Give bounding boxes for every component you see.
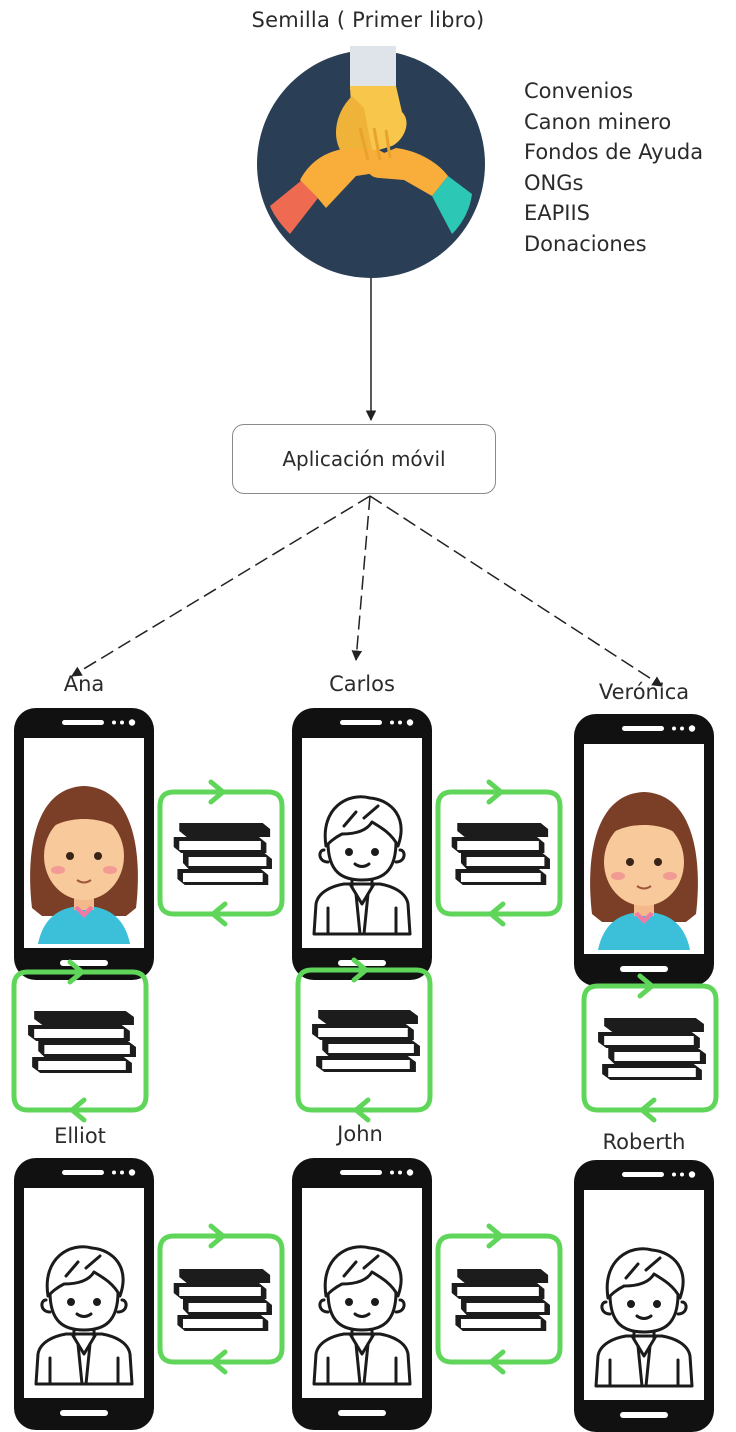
phone-elliot xyxy=(14,1158,154,1430)
books-icon xyxy=(173,1269,272,1331)
source-item: ONGs xyxy=(524,170,584,195)
source-item: Canon minero xyxy=(524,109,672,134)
seed-hands-illustration xyxy=(257,46,485,278)
seed-title: Semilla ( Primer libro) xyxy=(251,8,485,32)
app-distribution-arrows xyxy=(71,495,663,687)
source-item: EAPIIS xyxy=(524,201,591,225)
books-icon xyxy=(451,1269,550,1331)
exchange-ana-elliot xyxy=(11,959,149,1123)
exchange-carlos-veronica xyxy=(435,779,563,927)
source-item: Fondos de Ayuda xyxy=(524,140,704,164)
source-item: Donaciones xyxy=(524,231,647,256)
phone-carlos xyxy=(292,708,432,980)
exchange-ana-carlos xyxy=(157,779,285,927)
exchange-john-roberth xyxy=(435,1223,563,1375)
exchange-carlos-john xyxy=(295,957,433,1123)
funding-sources-list: Convenios Canon minero Fondos de Ayuda O… xyxy=(524,76,703,259)
phone-roberth xyxy=(574,1160,714,1432)
user-name-carlos: Carlos xyxy=(329,672,395,696)
phone-john xyxy=(292,1158,432,1430)
books-icon xyxy=(312,1010,420,1072)
exchange-veronica-roberth xyxy=(581,973,719,1123)
user-name-john: John xyxy=(337,1122,383,1146)
user-name-elliot: Elliot xyxy=(54,1124,106,1148)
user-name-veronica: Verónica xyxy=(598,680,690,704)
source-item: Convenios xyxy=(524,79,634,103)
exchange-elliot-john xyxy=(157,1223,285,1375)
user-name-ana: Ana xyxy=(63,672,105,696)
books-icon xyxy=(28,1011,136,1073)
books-icon xyxy=(451,823,550,885)
books-icon xyxy=(173,823,272,885)
user-name-roberth: Roberth xyxy=(602,1130,686,1154)
phone-ana xyxy=(14,708,154,980)
mobile-app-node: Aplicación móvil xyxy=(232,424,496,494)
books-icon xyxy=(598,1018,706,1080)
phone-veronica xyxy=(574,714,714,986)
